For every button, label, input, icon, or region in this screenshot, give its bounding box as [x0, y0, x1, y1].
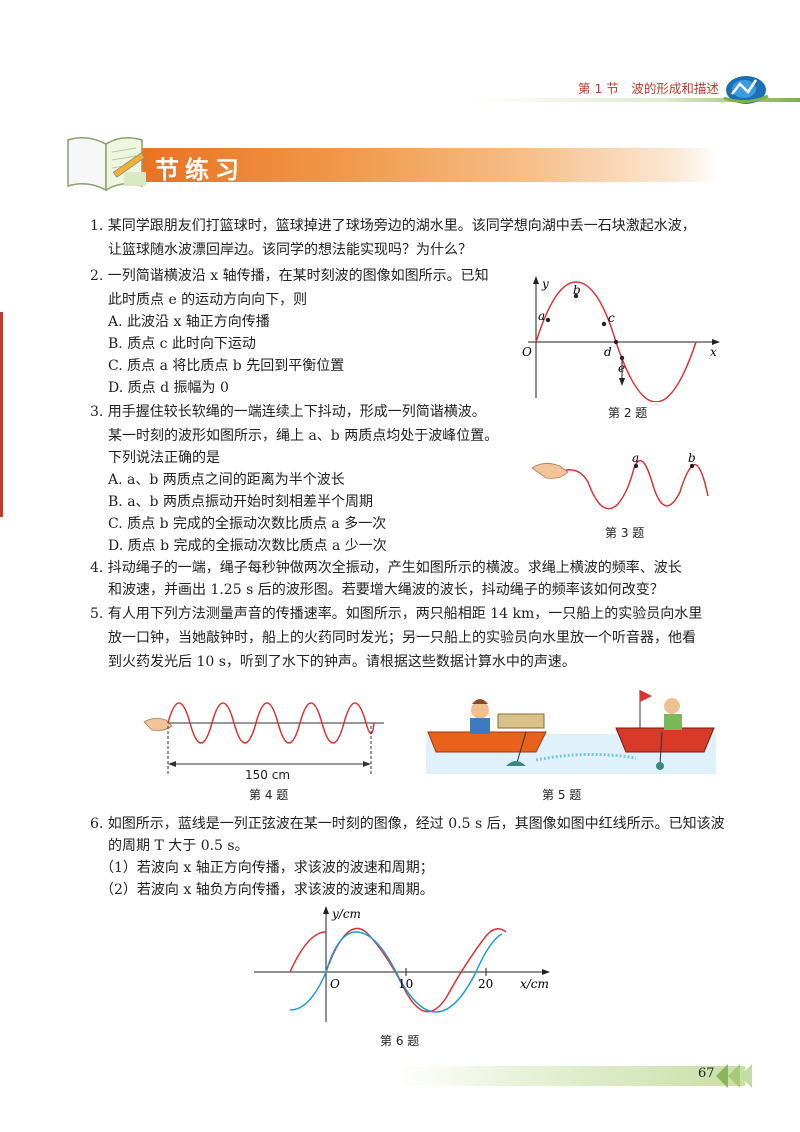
problem-3-stem-2: 某一时刻的波形如图所示，绳上 a、b 两质点均处于波峰位置。	[108, 428, 499, 444]
problem-3-option-a: A. a、b 两质点之间的距离为半个波长	[108, 472, 345, 488]
problem-3-option-d: D. 质点 b 完成的全振动次数比质点 a 少一次	[108, 538, 387, 554]
problem-5-line-2: 放一口钟，当她敲钟时，船上的火药同时发光；另一只船上的实验员向水里放一个听音器，…	[108, 630, 696, 646]
figure-2-caption: 第 2 题	[608, 406, 648, 420]
figure-6-origin: O	[330, 977, 340, 991]
problem-5-line-1: 5. 有人用下列方法测量声音的传播速率。如图所示，两只船相距 14 km，一只船…	[90, 606, 703, 622]
figure-6-tick-20: 20	[478, 977, 493, 991]
chevron-arrows-icon	[716, 1064, 752, 1088]
footer-bar	[395, 1066, 745, 1086]
figure-2-point-b: b	[573, 283, 581, 297]
notebook-pencil-icon	[67, 137, 146, 192]
figure-5	[426, 690, 716, 774]
figure-2-origin: O	[522, 345, 532, 359]
figure-2-point-a: a	[538, 309, 545, 323]
figure-2-x-label: x	[710, 345, 717, 359]
problem-4-line-1: 4. 抖动绳子的一端，绳子每秒钟做两次全振动，产生如图所示的横波。求绳上横波的频…	[90, 560, 682, 576]
problem-6-stem-1: 6. 如图所示，蓝线是一列正弦波在某一时刻的图像，经过 0.5 s 后，其图像如…	[90, 816, 725, 832]
problem-2-option-b: B. 质点 c 此时向下运动	[108, 336, 256, 352]
figure-6-caption: 第 6 题	[380, 1034, 420, 1048]
figure-2: y x O a b c d e	[522, 276, 720, 402]
problem-2-option-d: D. 质点 d 振幅为 0	[108, 380, 229, 396]
page-number: 67	[698, 1066, 715, 1081]
figure-3-caption: 第 3 题	[605, 526, 645, 540]
problem-3-option-c: C. 质点 b 完成的全振动次数比质点 a 多一次	[108, 516, 387, 532]
header-section-title: 第 1 节 波的形成和描述	[578, 81, 719, 96]
section-title: 节练习	[155, 156, 245, 184]
figure-6: y/cm x/cm O 10 20	[254, 906, 550, 1022]
figure-6-tick-10: 10	[398, 977, 413, 991]
problem-6-part-2: （2）若波向 x 轴负方向传播，求该波的波速和周期。	[100, 882, 434, 898]
problem-1-line-2: 让篮球随水波漂回岸边。该同学的想法能实现吗？为什么？	[108, 242, 472, 258]
figure-3-point-a: a	[632, 452, 639, 465]
figure-6-y-label: y/cm	[331, 907, 361, 921]
problem-1-line-1: 1. 某同学跟朋友们打篮球时，篮球掉进了球场旁边的湖水里。该同学想向湖中丢一石块…	[90, 218, 696, 234]
header-bar	[470, 98, 800, 102]
page-edge-mark	[0, 312, 3, 517]
problem-6-part-1: （1）若波向 x 轴正方向传播，求该波的波速和周期；	[100, 860, 434, 876]
figure-3-point-b: b	[688, 452, 696, 465]
problem-3-stem-1: 3. 用手握住较长软绳的一端连续上下抖动，形成一列简谐横波。	[90, 404, 486, 420]
problem-5-line-3: 到火药发光后 10 s，听到了水下的钟声。请根据这些数据计算水中的声速。	[108, 654, 576, 670]
figure-4-length-label: 150 cm	[242, 768, 294, 782]
section-banner	[100, 148, 720, 182]
figure-2-point-c: c	[608, 311, 615, 325]
problem-2-stem-2: 此时质点 e 的运动方向向下，则	[108, 292, 308, 308]
figure-6-x-label: x/cm	[520, 977, 549, 991]
figure-2-point-d: d	[604, 345, 612, 359]
figure-2-point-e: e	[618, 361, 625, 375]
figure-2-y-label: y	[541, 277, 549, 291]
figure-5-caption: 第 5 题	[542, 788, 582, 802]
problem-3-stem-3: 下列说法正确的是	[108, 450, 220, 466]
problem-3-option-b: B. a、b 两质点振动开始时刻相差半个周期	[108, 494, 373, 510]
problem-2-stem-1: 2. 一列简谐横波沿 x 轴传播，在某时刻波的图像如图所示。已知	[90, 268, 489, 284]
problem-2-option-a: A. 此波沿 x 轴正方向传播	[108, 314, 270, 330]
problem-4-line-2: 和波速，并画出 1.25 s 后的波形图。若要增大绳波的波长，抖动绳子的频率该如…	[108, 582, 664, 598]
figure-4-caption: 第 4 题	[249, 788, 289, 802]
figure-4	[143, 702, 384, 774]
problem-6-stem-2: 的周期 T 大于 0.5 s。	[108, 838, 249, 854]
physics-logo-icon	[723, 76, 769, 104]
figure-3: a b	[531, 452, 709, 510]
problem-2-option-c: C. 质点 a 将比质点 b 先回到平衡位置	[108, 358, 345, 374]
